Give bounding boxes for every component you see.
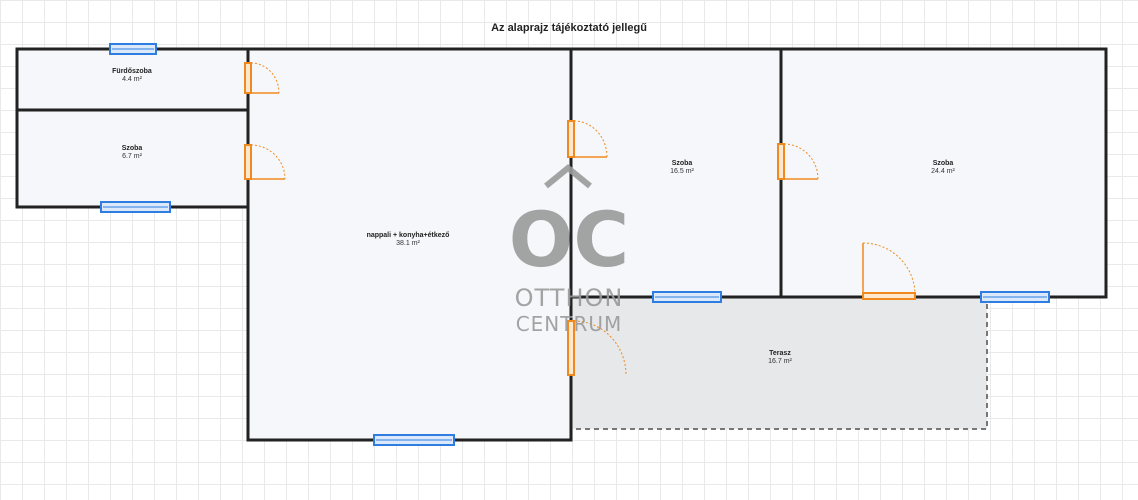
plan-title: Az alaprajz tájékoztató jellegű — [491, 22, 647, 34]
label-living-area: 38.1 m² — [396, 240, 420, 247]
doors — [244, 62, 916, 376]
logo-line1: OTTHON — [515, 284, 624, 312]
label-bedroom-right-area: 24.4 m² — [931, 168, 955, 175]
label-bedroom-middle-name: Szoba — [672, 160, 693, 167]
label-bedroom-right-name: Szoba — [933, 160, 954, 167]
label-living-name: nappali + konyha+étkező — [367, 232, 450, 239]
room-bathroom — [17, 49, 248, 110]
terrace-area — [570, 296, 988, 430]
label-small-bedroom-name: Szoba — [122, 145, 143, 152]
door-terrace-living — [567, 320, 627, 376]
door-bedroom-right — [777, 143, 819, 180]
label-bedroom-middle-area: 16.5 m² — [670, 168, 694, 175]
door-bathroom — [244, 62, 280, 94]
label-terrace-name: Terasz — [769, 350, 791, 357]
logo-hat-icon — [544, 164, 592, 189]
room-small-bedroom — [17, 110, 248, 207]
room-labels: Fürdőszoba 4.4 m² Szoba 6.7 m² nappali +… — [112, 68, 955, 365]
room-living-kitchen — [248, 49, 571, 440]
label-small-bedroom-area: 6.7 m² — [122, 153, 143, 160]
label-bathroom-area: 4.4 m² — [122, 76, 143, 83]
logo-monogram: OC — [509, 195, 629, 284]
label-terrace-area: 16.7 m² — [768, 358, 792, 365]
door-terrace-bedroom — [862, 242, 916, 300]
logo-line2: CENTRUM — [516, 312, 623, 336]
label-bathroom-name: Fürdőszoba — [112, 68, 152, 75]
door-small-bedroom — [244, 144, 286, 180]
room-bedroom-right — [781, 49, 1106, 297]
door-bedroom-middle — [567, 120, 608, 158]
otthon-centrum-logo: OC OTTHON CENTRUM — [509, 164, 629, 336]
room-bedroom-middle — [571, 49, 781, 297]
